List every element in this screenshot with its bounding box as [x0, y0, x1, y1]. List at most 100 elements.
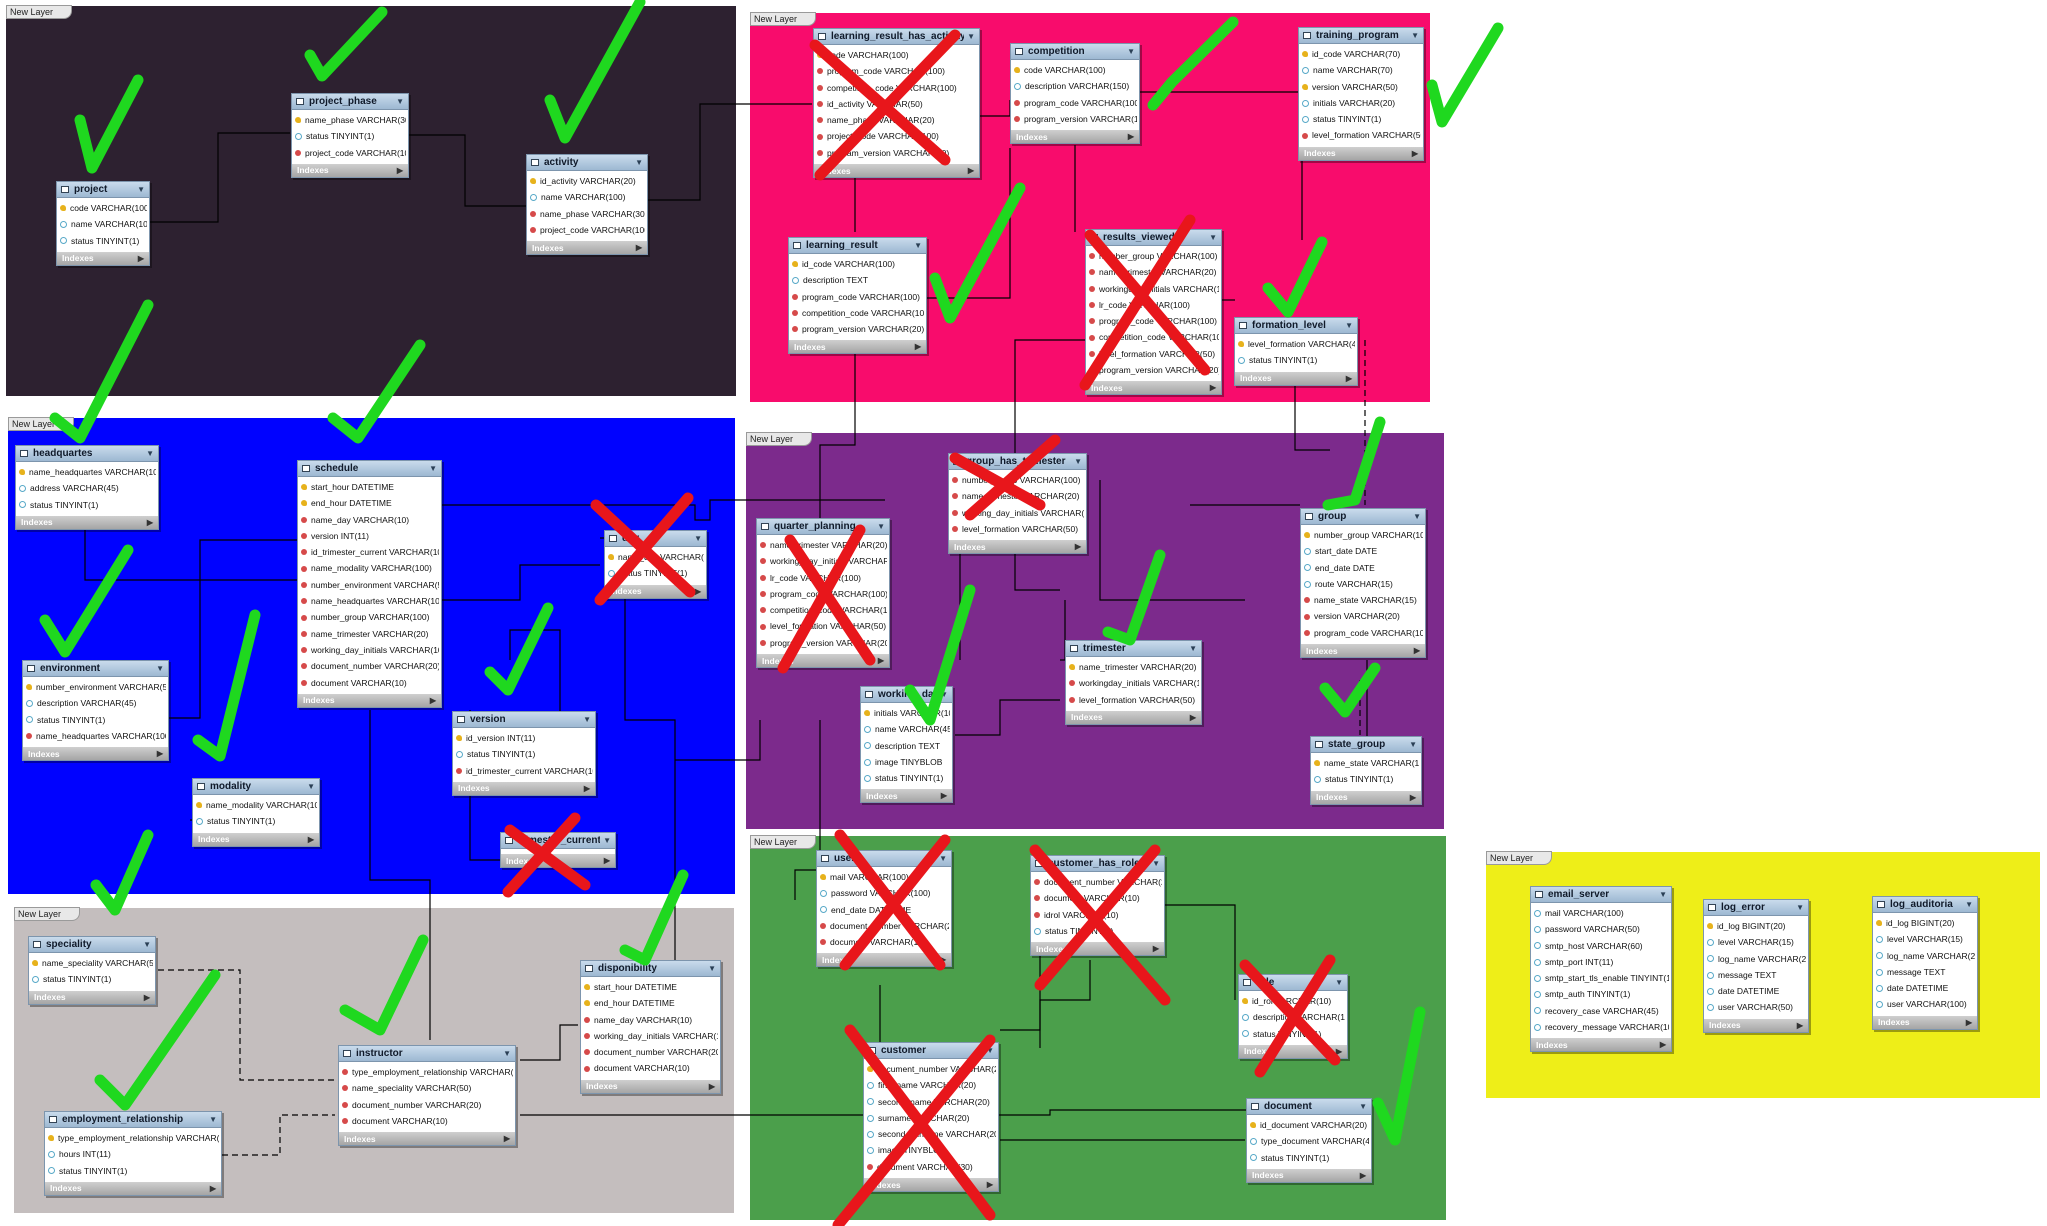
table-column[interactable]: date DATETIME [1706, 983, 1806, 999]
table-column[interactable]: id_rol VARCHAR(10) [1241, 993, 1345, 1009]
table-header[interactable]: instructor▼ [339, 1046, 515, 1062]
table-column[interactable]: program_code VARCHAR(100) [1303, 625, 1423, 641]
table-speciality[interactable]: speciality▼name_speciality VARCHAR(50)st… [28, 936, 156, 1005]
table-header[interactable]: schedule▼ [298, 461, 441, 477]
table-column[interactable]: start_hour DATETIME [300, 479, 439, 495]
expand-arrow-icon[interactable]: ▶ [1359, 1170, 1366, 1180]
expand-arrow-icon[interactable]: ▶ [583, 783, 590, 793]
table-column[interactable]: name_phase VARCHAR(30) [529, 206, 645, 222]
table-column[interactable]: address VARCHAR(45) [18, 480, 156, 496]
expand-arrow-icon[interactable]: ▶ [1345, 373, 1352, 383]
table-competition[interactable]: competition▼code VARCHAR(100)description… [1010, 43, 1140, 145]
table-column[interactable]: competition_code VARCHAR(100) [816, 80, 977, 96]
indexes-footer[interactable]: Indexes▶ [1299, 146, 1423, 160]
table-column[interactable]: id_activity VARCHAR(20) [529, 173, 645, 189]
expand-arrow-icon[interactable]: ▶ [1209, 383, 1216, 393]
table-column[interactable]: description VARCHAR(45) [25, 695, 166, 711]
table-project[interactable]: project▼code VARCHAR(100)name VARCHAR(10… [56, 181, 150, 266]
expand-arrow-icon[interactable]: ▶ [1152, 944, 1159, 954]
expand-arrow-icon[interactable]: ▶ [1411, 148, 1418, 158]
table-column[interactable]: date DATETIME [1875, 980, 1975, 996]
table-column[interactable]: name_modality VARCHAR(100) [300, 560, 439, 576]
table-column[interactable]: description TEXT [791, 272, 924, 288]
table-column[interactable]: message TEXT [1706, 967, 1806, 983]
table-column[interactable]: project_code VARCHAR(100) [294, 145, 406, 161]
expand-arrow-icon[interactable]: ▶ [429, 695, 436, 705]
table-column[interactable]: level_formation VARCHAR(50) [759, 618, 887, 634]
collapse-arrow-icon[interactable]: ▼ [1413, 512, 1421, 521]
table-column[interactable]: program_version VARCHAR(20) [791, 321, 924, 337]
table-column[interactable]: document_number VARCHAR(20) [1033, 874, 1162, 890]
indexes-footer[interactable]: Indexes▶ [527, 241, 647, 255]
collapse-arrow-icon[interactable]: ▼ [1189, 644, 1197, 653]
table-project-phase[interactable]: project_phase▼name_phase VARCHAR(30)stat… [291, 93, 409, 178]
indexes-footer[interactable]: Indexes▶ [949, 540, 1086, 554]
table-column[interactable]: first_name VARCHAR(20) [866, 1077, 996, 1093]
table-column[interactable]: working_day_initials VARCHAR(10) [300, 642, 439, 658]
table-header[interactable]: speciality▼ [29, 937, 155, 953]
indexes-footer[interactable]: Indexes▶ [1531, 1038, 1671, 1052]
table-column[interactable]: id_trimester_current VARCHAR(10) [455, 763, 593, 779]
expand-arrow-icon[interactable]: ▶ [1074, 542, 1081, 552]
table-column[interactable]: number_group VARCHAR(100) [1088, 248, 1219, 264]
table-email-server[interactable]: email_server▼mail VARCHAR(100)password V… [1530, 886, 1672, 1053]
table-column[interactable]: description TEXT [863, 738, 950, 754]
table-column[interactable]: document VARCHAR(10) [300, 675, 439, 691]
table-column[interactable]: level_formation VARCHAR(50) [951, 521, 1084, 537]
table-column[interactable]: level_formation VARCHAR(45) [1237, 336, 1355, 352]
collapse-arrow-icon[interactable]: ▼ [939, 854, 947, 863]
table-column[interactable]: name_day VARCHAR(10) [300, 512, 439, 528]
collapse-arrow-icon[interactable]: ▼ [1345, 321, 1353, 330]
table-column[interactable]: image TINYBLOB [863, 754, 950, 770]
collapse-arrow-icon[interactable]: ▼ [1074, 457, 1082, 466]
indexes-footer[interactable]: Indexes▶ [1311, 790, 1421, 804]
table-column[interactable]: program_version VARCHAR(20) [816, 145, 977, 161]
table-column[interactable]: level_formation VARCHAR(50) [1088, 346, 1219, 362]
table-column[interactable]: competition_code VARCHAR(100) [1088, 329, 1219, 345]
table-column[interactable]: id_trimester_current VARCHAR(10) [300, 544, 439, 560]
indexes-footer[interactable]: Indexes▶ [1704, 1018, 1808, 1032]
table-column[interactable]: user VARCHAR(100) [1875, 996, 1975, 1012]
indexes-footer[interactable]: Indexes▶ [339, 1132, 515, 1146]
expand-arrow-icon[interactable]: ▶ [708, 1081, 715, 1091]
table-column[interactable]: id_log BIGINT(20) [1706, 918, 1806, 934]
collapse-arrow-icon[interactable]: ▼ [1335, 978, 1343, 987]
expand-arrow-icon[interactable]: ▶ [1127, 132, 1134, 142]
table-header[interactable]: state_group▼ [1311, 737, 1421, 753]
table-column[interactable]: level VARCHAR(15) [1875, 931, 1975, 947]
expand-arrow-icon[interactable]: ▶ [914, 342, 921, 352]
indexes-footer[interactable]: Indexes▶ [453, 781, 595, 795]
table-column[interactable]: workingday_initials VARCHAR(10) [1088, 281, 1219, 297]
table-column[interactable]: status TINYINT(1) [1249, 1150, 1369, 1166]
expand-arrow-icon[interactable]: ▶ [146, 517, 153, 527]
table-column[interactable]: type_employment_relationship VARCHAR(20) [47, 1130, 219, 1146]
table-header[interactable]: training_program▼ [1299, 28, 1423, 44]
table-column[interactable]: recovery_case VARCHAR(45) [1533, 1003, 1669, 1019]
table-column[interactable]: second_surname VARCHAR(20) [866, 1126, 996, 1142]
table-column[interactable]: status TINYINT(1) [18, 497, 156, 513]
collapse-arrow-icon[interactable]: ▼ [1359, 1102, 1367, 1111]
expand-arrow-icon[interactable]: ▶ [603, 856, 610, 865]
table-column[interactable]: level_formation VARCHAR(50) [1301, 127, 1421, 143]
expand-arrow-icon[interactable]: ▶ [1335, 1046, 1342, 1056]
collapse-arrow-icon[interactable]: ▼ [503, 1049, 511, 1058]
table-header[interactable]: activity▼ [527, 155, 647, 171]
table-column[interactable]: initials VARCHAR(10) [863, 705, 950, 721]
collapse-arrow-icon[interactable]: ▼ [986, 1046, 994, 1055]
table-column[interactable]: number_group VARCHAR(100) [300, 609, 439, 625]
table-column[interactable]: version INT(11) [300, 528, 439, 544]
table-instructor[interactable]: instructor▼type_employment_relationship … [338, 1045, 516, 1147]
table-column[interactable]: id_log BIGINT(20) [1875, 915, 1975, 931]
table-column[interactable]: name_headquartes VARCHAR(100) [18, 464, 156, 480]
table-column[interactable]: document_number VARCHAR(20) [341, 1097, 513, 1113]
table-column[interactable]: log_name VARCHAR(250) [1875, 948, 1975, 964]
table-column[interactable]: name_speciality VARCHAR(50) [31, 955, 153, 971]
table-column[interactable]: name_state VARCHAR(15) [1303, 592, 1423, 608]
table-column[interactable]: hours INT(11) [47, 1146, 219, 1162]
table-column[interactable]: name_day VARCHAR(10) [607, 549, 704, 565]
indexes-footer[interactable]: Indexes▶ [193, 832, 319, 846]
collapse-arrow-icon[interactable]: ▼ [1152, 859, 1160, 868]
table-column[interactable]: name_day VARCHAR(10) [583, 1012, 718, 1028]
table-column[interactable]: program_code VARCHAR(100) [816, 63, 977, 79]
indexes-footer[interactable]: Indexes▶ [1247, 1168, 1371, 1182]
